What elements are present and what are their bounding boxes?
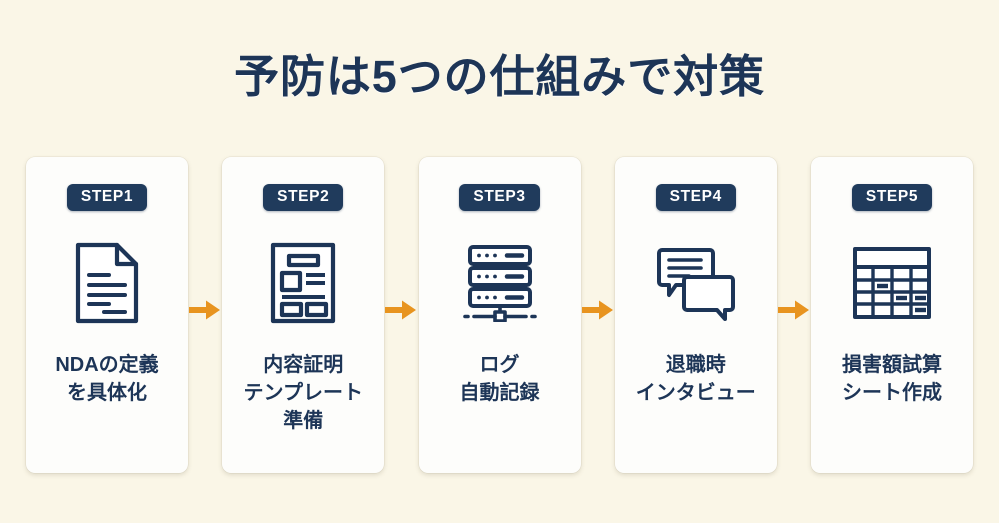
server-stack-icon bbox=[462, 237, 538, 329]
step-badge-1: STEP1 bbox=[66, 184, 148, 211]
arrow-right-icon bbox=[581, 300, 613, 320]
connector-3 bbox=[581, 157, 615, 473]
step-card-2[interactable]: STEP2 内容証明 テンプレート 準備 bbox=[222, 157, 385, 473]
connector-4 bbox=[777, 157, 811, 473]
step-card-1[interactable]: STEP1 NDAの定義 を具体化 bbox=[26, 157, 188, 473]
spreadsheet-icon bbox=[852, 237, 932, 329]
step-label-1: NDAの定義 を具体化 bbox=[55, 353, 159, 404]
chat-bubbles-icon bbox=[656, 237, 736, 329]
connector-2 bbox=[384, 157, 418, 473]
step-label-3: ログ 自動記録 bbox=[459, 353, 540, 404]
step-label-4: 退職時 インタビュー bbox=[635, 353, 756, 404]
template-document-icon bbox=[270, 237, 336, 329]
step-label-5: 損害額試算 シート作成 bbox=[842, 353, 942, 404]
arrow-right-icon bbox=[189, 300, 221, 320]
step-card-5[interactable]: STEP5 損害額試算 シート作成 bbox=[811, 157, 973, 473]
arrow-right-icon bbox=[385, 300, 417, 320]
step-badge-5: STEP5 bbox=[851, 184, 933, 211]
document-icon bbox=[75, 237, 139, 329]
connector-1 bbox=[188, 157, 222, 473]
step-card-3[interactable]: STEP3 bbox=[418, 157, 581, 473]
step-card-4[interactable]: STEP4 退職時 インタビュー bbox=[614, 157, 777, 473]
page-title: 予防は5つの仕組みで対策 bbox=[234, 51, 765, 102]
step-badge-3: STEP3 bbox=[459, 184, 540, 211]
step-label-2: 内容証明 テンプレート 準備 bbox=[243, 353, 363, 433]
step-flow: STEP1 NDAの定義 を具体化 STEP2 bbox=[26, 157, 973, 473]
arrow-right-icon bbox=[777, 300, 809, 320]
step-badge-4: STEP4 bbox=[655, 184, 736, 211]
step-badge-2: STEP2 bbox=[263, 184, 344, 211]
